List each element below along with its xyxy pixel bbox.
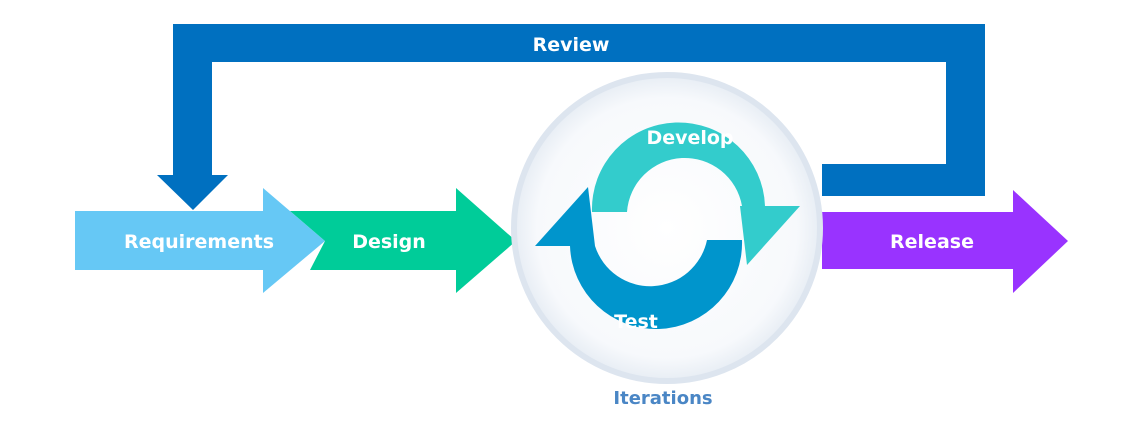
- iterations-label: Iterations: [613, 388, 712, 409]
- test-arrow: [535, 187, 743, 330]
- review-loop-arrow: [157, 24, 985, 210]
- release-label: Release: [890, 231, 974, 253]
- iterations-circle: [511, 72, 823, 384]
- review-label: Review: [533, 34, 610, 56]
- develop-arrow: [591, 122, 800, 266]
- develop-label: Develop: [646, 127, 733, 149]
- release-arrow: [822, 190, 1068, 293]
- design-arrow: [290, 188, 516, 293]
- requirements-label: Requirements: [124, 231, 274, 253]
- design-label: Design: [352, 231, 426, 253]
- requirements-arrow: [75, 188, 325, 293]
- test-label: Test: [614, 311, 658, 333]
